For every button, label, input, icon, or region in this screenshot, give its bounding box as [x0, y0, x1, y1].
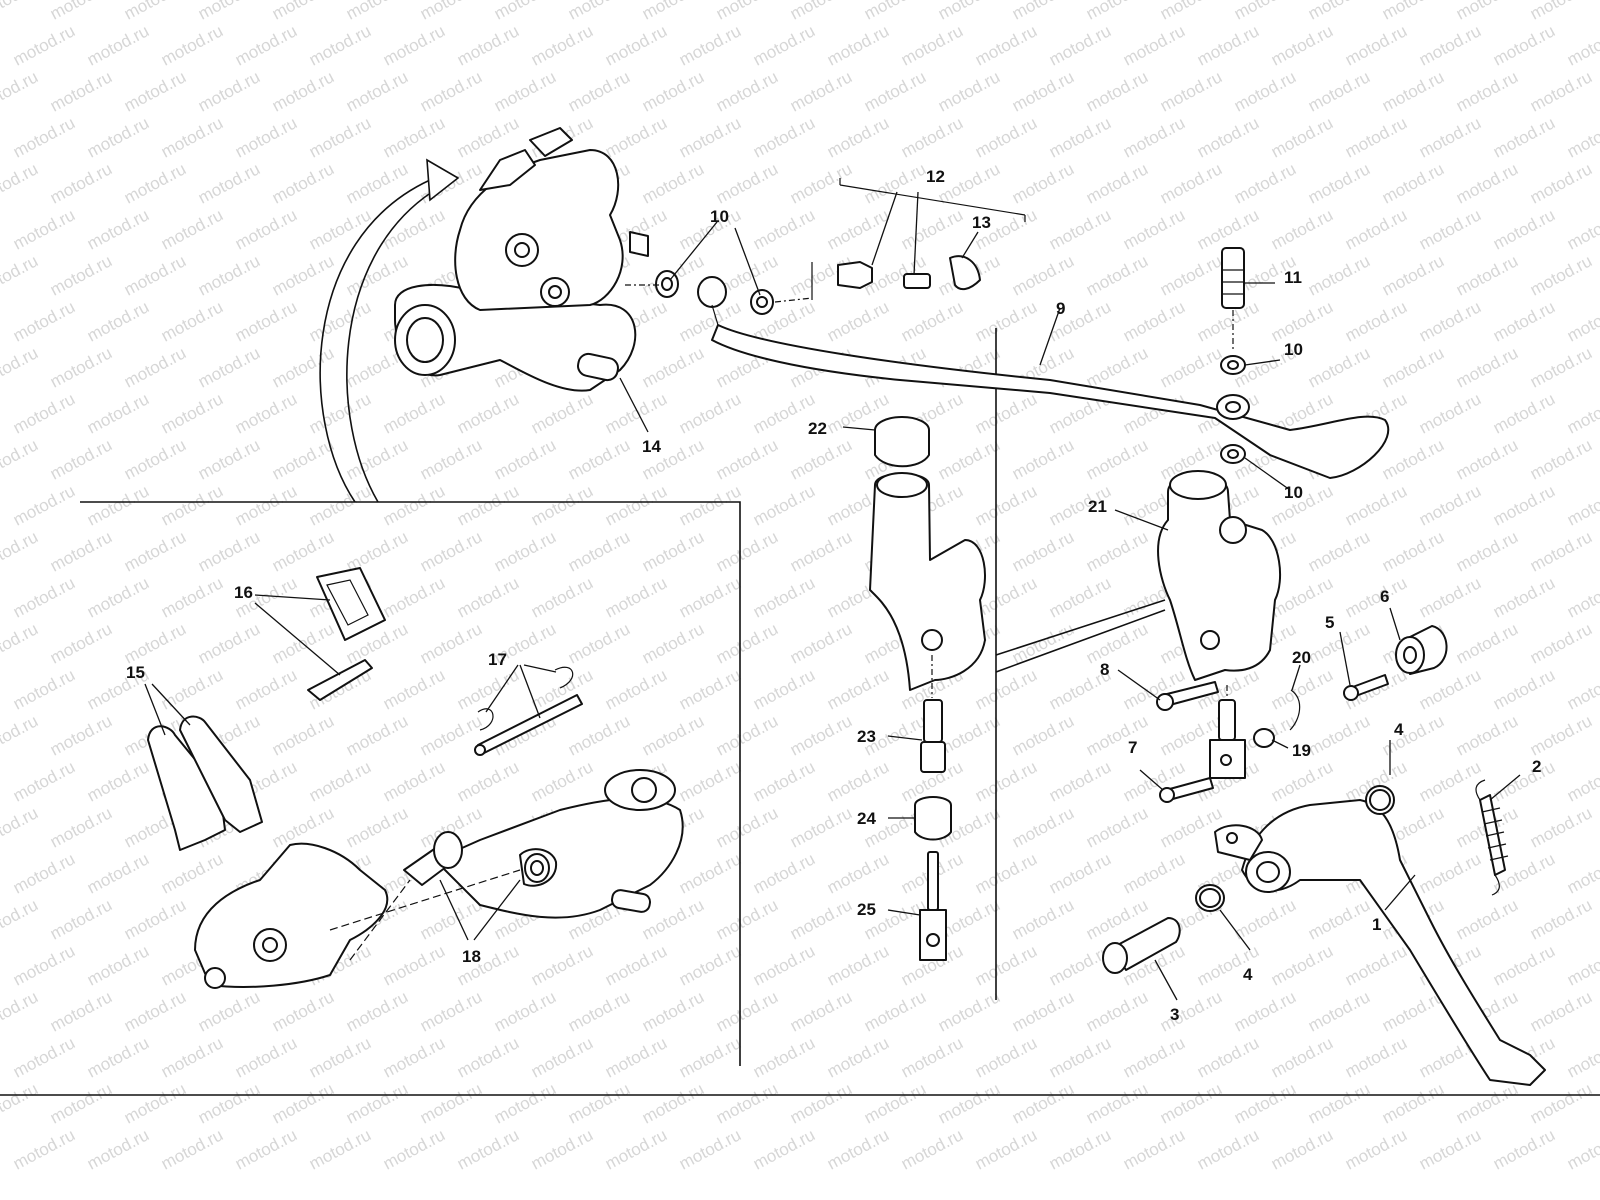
- callout-4a: 4: [1394, 720, 1404, 739]
- callout-10a: 10: [710, 207, 729, 226]
- callout-10c: 10: [1284, 483, 1303, 502]
- callout-21: 21: [1088, 497, 1107, 516]
- callout-15: 15: [126, 663, 145, 682]
- callout-labels: 1 2 3 4 4 5 6 7 8 9 10 10 10 11 12 13 14…: [126, 167, 1541, 1024]
- callout-18: 18: [462, 947, 481, 966]
- section-frames: [0, 328, 1600, 1096]
- callout-25: 25: [857, 900, 876, 919]
- master-cylinder-exploded: [869, 416, 986, 961]
- callout-2: 2: [1532, 757, 1541, 776]
- leader-lines: [144, 191, 1521, 1001]
- callout-20: 20: [1292, 648, 1311, 667]
- callout-24: 24: [857, 809, 876, 828]
- callout-4b: 4: [1243, 965, 1253, 984]
- callout-23: 23: [857, 727, 876, 746]
- callout-3: 3: [1170, 1005, 1179, 1024]
- callout-14: 14: [642, 437, 661, 456]
- callout-11: 11: [1284, 268, 1302, 287]
- spacer-and-screw: [1343, 625, 1448, 701]
- axis-lines: [625, 262, 1234, 700]
- brake-pedal-assembly: [1102, 779, 1546, 1086]
- brake-hose-assembly: [655, 270, 1390, 479]
- curved-arrow: [319, 158, 460, 503]
- callout-1: 1: [1372, 915, 1381, 934]
- callout-8: 8: [1100, 660, 1109, 679]
- callout-19: 19: [1292, 741, 1311, 760]
- banjo-bolt-right: [1220, 247, 1246, 464]
- brake-caliper-assembly: [394, 127, 649, 392]
- bleeder-valve: [837, 178, 1026, 291]
- callout-5: 5: [1325, 613, 1334, 632]
- callout-17: 17: [488, 650, 507, 669]
- callout-13: 13: [972, 213, 991, 232]
- callout-16: 16: [234, 583, 253, 602]
- callout-10b: 10: [1284, 340, 1303, 359]
- callout-9: 9: [1056, 299, 1065, 318]
- master-cylinder-assembled: [1157, 470, 1301, 779]
- callout-22: 22: [808, 419, 827, 438]
- callout-12: 12: [926, 167, 945, 186]
- callout-6: 6: [1380, 587, 1389, 606]
- callout-7: 7: [1128, 738, 1137, 757]
- caliper-detail-components: [147, 567, 684, 989]
- mounting-bolts: [1156, 681, 1219, 803]
